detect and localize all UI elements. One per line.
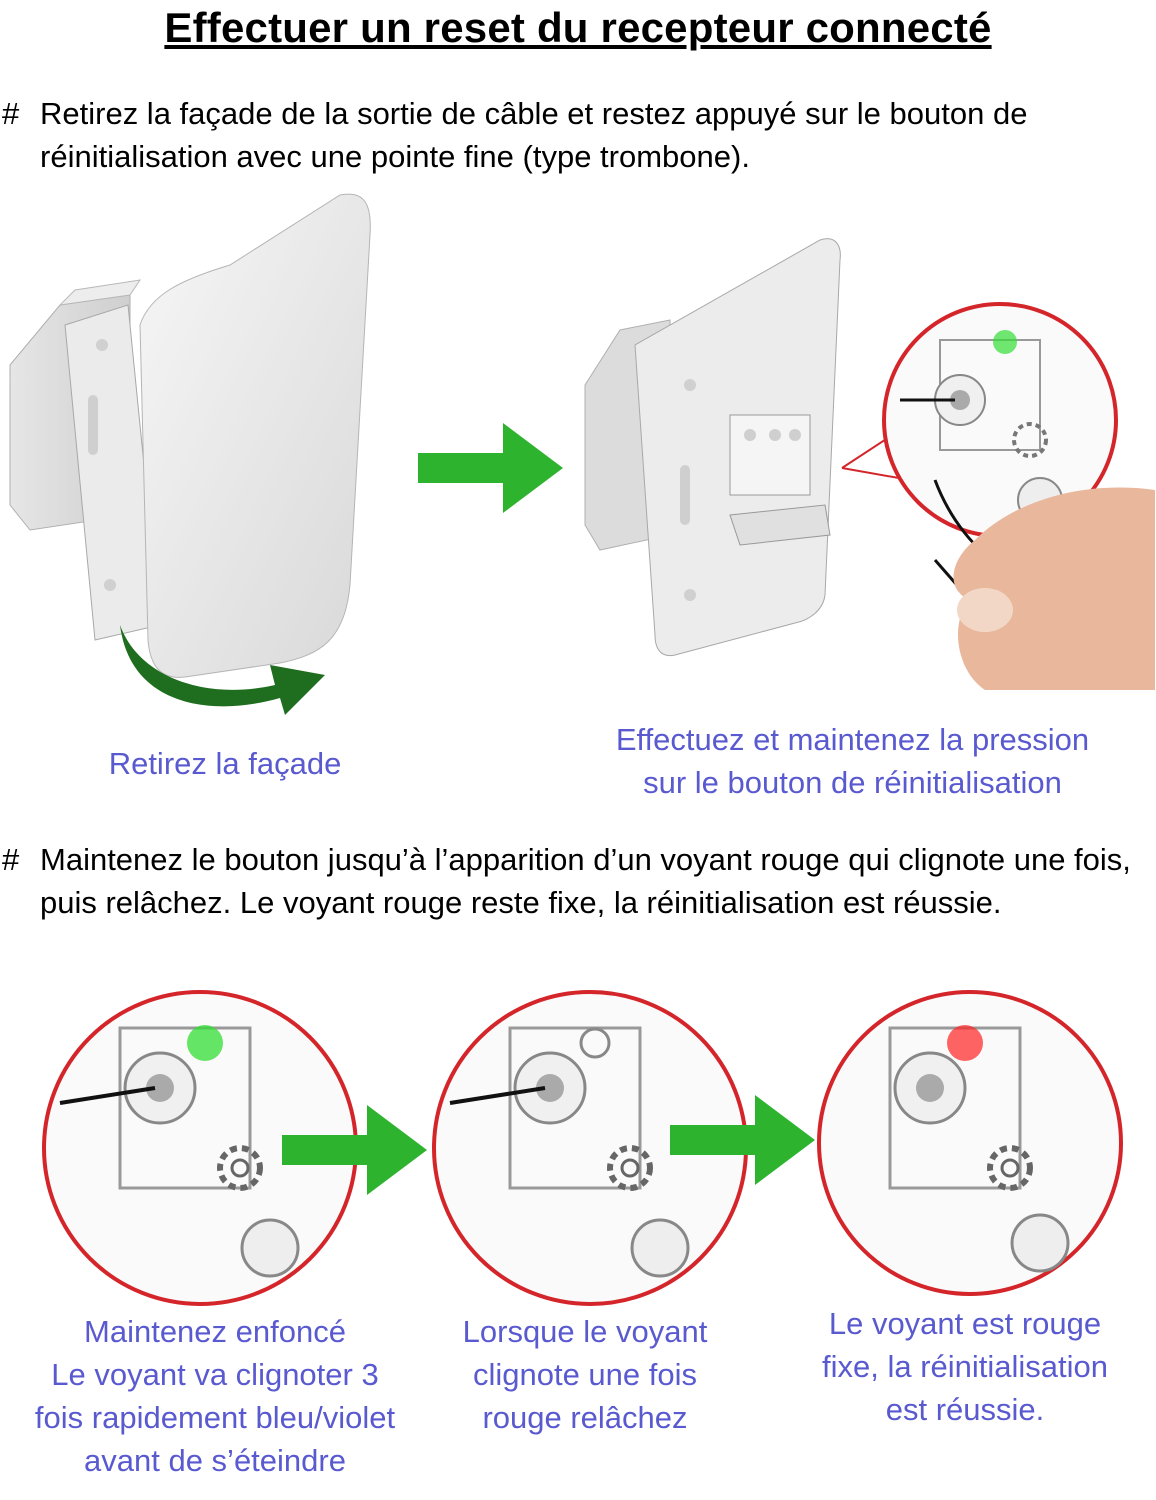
gear-icon	[217, 1145, 263, 1191]
step-text: Maintenez le bouton jusqu’à l’apparition…	[40, 842, 1131, 920]
gear-icon	[607, 1145, 653, 1191]
caption-zoom-1: Maintenez enfoncé Le voyant va clignoter…	[0, 1310, 430, 1482]
caption-line: sur le bouton de réinitialisation	[643, 765, 1062, 800]
arrow-right-icon	[670, 1095, 815, 1185]
caption-line: Lorsque le voyant	[462, 1314, 708, 1349]
caption-line: fixe, la réinitialisation	[821, 1349, 1109, 1384]
caption-line: Effectuez et maintenez la pression	[615, 722, 1090, 757]
step-1: # Retirez la façade de la sortie de câbl…	[0, 92, 1156, 182]
gear-icon	[987, 1145, 1033, 1191]
caption-line: Maintenez enfoncé	[84, 1314, 346, 1349]
caption-press-hold: Effectuez et maintenez la pression sur l…	[560, 718, 1145, 804]
caption-line: rouge relâchez	[482, 1400, 688, 1435]
step-text: Retirez la façade de la sortie de câble …	[40, 96, 1028, 174]
curved-arrow-icon	[120, 625, 325, 715]
step-marker: #	[2, 842, 20, 877]
caption-remove-facade: Retirez la façade	[108, 746, 342, 781]
caption-line: fois rapidement bleu/violet	[34, 1400, 396, 1435]
paperclip-hand-illustration	[933, 479, 1155, 690]
caption-zoom-3: Le voyant est rouge fixe, la réinitialis…	[790, 1302, 1140, 1431]
caption-line: avant de s’éteindre	[84, 1443, 346, 1478]
caption-line: clignote une fois	[472, 1357, 698, 1392]
zoom-circle-illustration	[42, 990, 358, 1306]
caption-line: Le voyant est rouge	[828, 1306, 1102, 1341]
module-with-facade-illustration	[9, 193, 371, 678]
page-title: Effectuer un reset du recepteur connecté	[164, 4, 992, 51]
caption-line: Le voyant va clignoter 3	[51, 1357, 379, 1392]
step-marker: #	[2, 96, 20, 131]
zoom-circle-illustration	[817, 990, 1123, 1296]
module-without-facade-illustration	[584, 238, 841, 657]
zoom-circle-illustration	[432, 990, 748, 1306]
caption-line: est réussie.	[885, 1392, 1045, 1427]
step-2: # Maintenez le bouton jusqu’à l’appariti…	[0, 838, 1156, 968]
arrow-right-icon	[418, 423, 563, 513]
caption-zoom-2: Lorsque le voyant clignote une fois roug…	[430, 1310, 740, 1439]
arrow-right-icon	[282, 1105, 427, 1195]
